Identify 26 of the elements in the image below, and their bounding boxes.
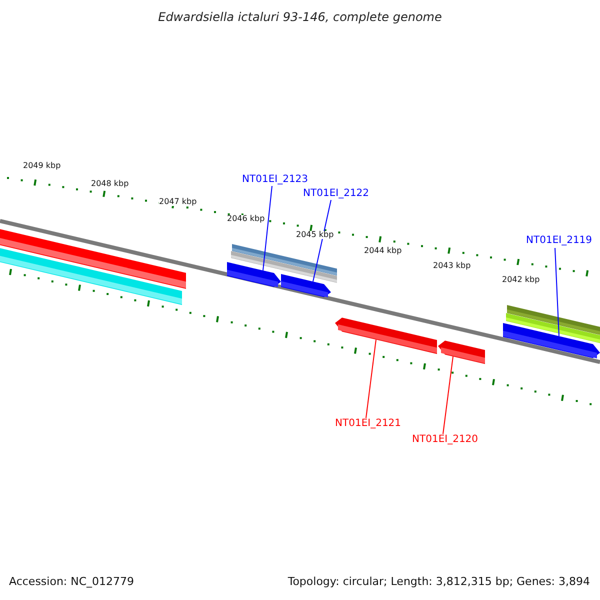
- gene-label: NT01EI_2121: [335, 419, 402, 429]
- gene-feature: [227, 262, 281, 288]
- leader-line: [366, 339, 376, 418]
- leader-line: [312, 200, 332, 282]
- scale-label: 2047 kbp: [159, 198, 197, 206]
- leader-line: [262, 186, 272, 271]
- gene-feature: [281, 274, 331, 298]
- leader-line: [442, 356, 454, 434]
- scale-label: 2046 kbp: [227, 215, 265, 223]
- scale-label: 2043 kbp: [433, 262, 471, 270]
- gene-feature: [335, 318, 437, 354]
- scale-label: 2045 kbp: [296, 231, 334, 239]
- gene-label: NT01EI_2123: [242, 175, 308, 185]
- gene-feature: [438, 340, 485, 364]
- gene-label: NT01EI_2119: [526, 236, 592, 246]
- gene-label: NT01EI_2122: [303, 189, 370, 199]
- scale-label: 2049 kbp: [23, 162, 61, 170]
- scale-label: 2048 kbp: [91, 180, 129, 188]
- leader-line: [554, 248, 560, 337]
- gene-feature: [503, 323, 600, 358]
- gene-label: NT01EI_2120: [412, 435, 478, 445]
- scale-label: 2044 kbp: [364, 247, 402, 255]
- scale-label: 2042 kbp: [502, 276, 540, 284]
- footer-text: Accession: NC_012779: [9, 576, 134, 587]
- footer-text: Topology: circular; Length: 3,812,315 bp; Genes: 3,894: [288, 576, 590, 587]
- title: Edwardsiella ictaluri 93-146, complete genome: [157, 11, 443, 23]
